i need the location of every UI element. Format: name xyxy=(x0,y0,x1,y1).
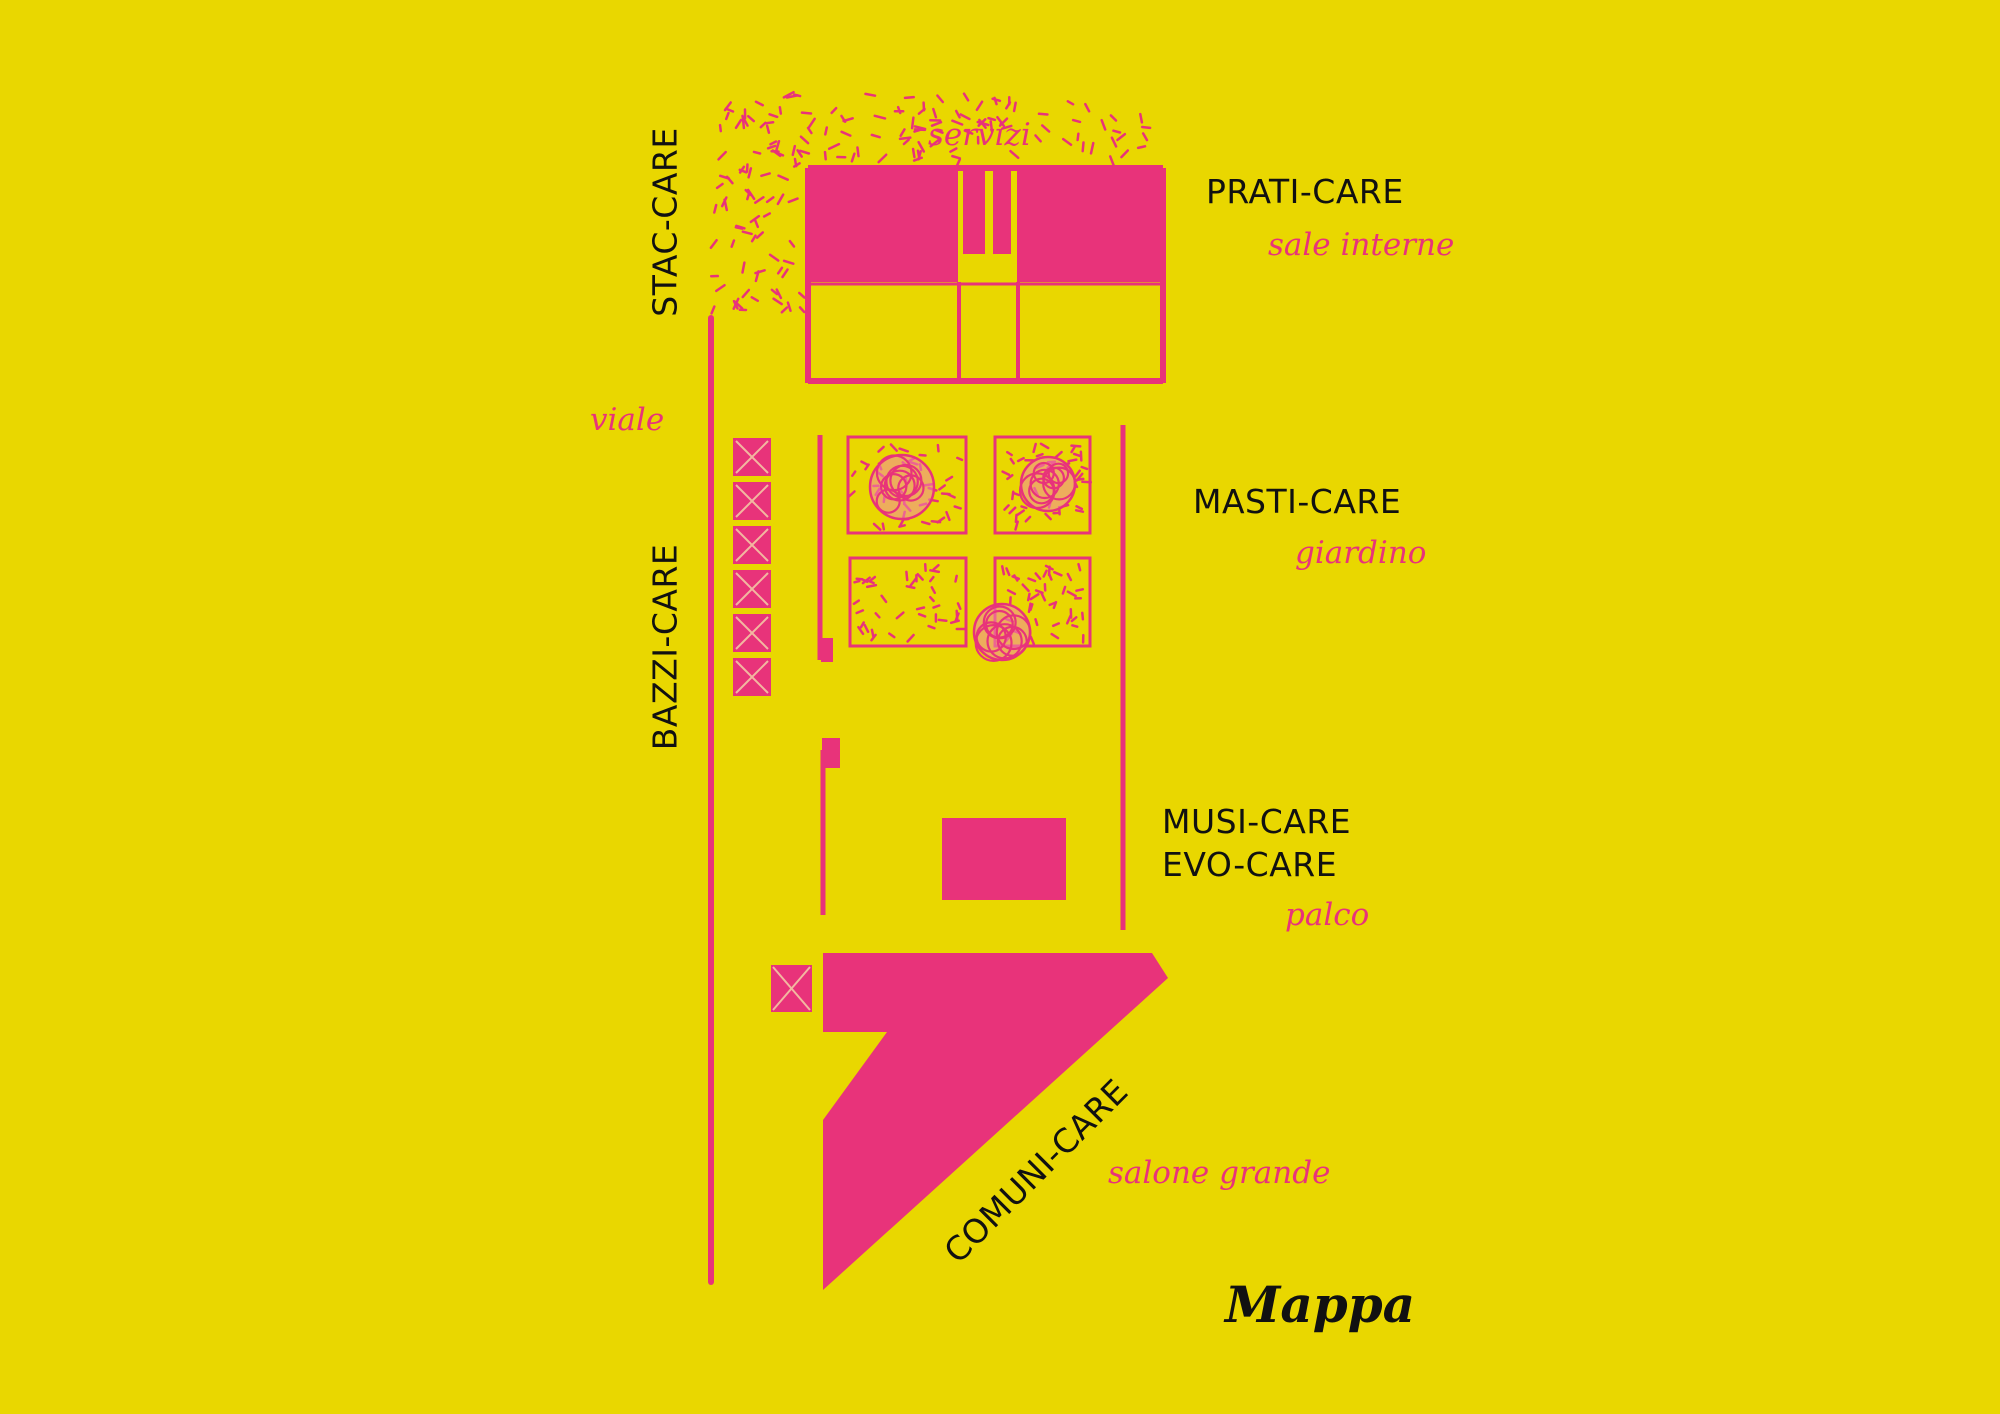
bush xyxy=(972,602,1032,662)
bazzi-stall xyxy=(733,570,771,608)
bazzi-stall xyxy=(733,526,771,564)
prati-care-building xyxy=(805,165,1166,384)
bush xyxy=(1018,455,1077,513)
zone-label-masti-care: MASTI-CARE xyxy=(1193,482,1402,521)
area-label-viale: viale xyxy=(590,402,665,438)
garden-bed xyxy=(993,556,1092,648)
bazzi-stall xyxy=(733,438,771,476)
area-label-salone-grande: salone grande xyxy=(1108,1155,1331,1191)
salone-grande-building xyxy=(823,953,1168,1290)
zone-label-evo-care: EVO-CARE xyxy=(1162,845,1338,884)
garden-left-post xyxy=(821,638,833,662)
bazzi-stall xyxy=(733,614,771,652)
map-title: Mappa xyxy=(1225,1275,1416,1334)
area-label-palco: palco xyxy=(1285,897,1370,933)
bazzi-stall xyxy=(733,482,771,520)
bazzi-care-stalls xyxy=(733,438,771,696)
bush xyxy=(868,453,936,521)
stage-left-post xyxy=(822,738,840,768)
masti-care-garden xyxy=(846,435,1093,662)
bazzi-stall xyxy=(733,658,771,696)
servizi-dashes xyxy=(709,90,1152,315)
zone-label-stac-care: STAC-CARE xyxy=(645,127,685,317)
palco-stage xyxy=(942,818,1066,900)
zone-label-bazzi-care: BAZZI-CARE xyxy=(645,543,685,751)
area-label-sale-interne: sale interne xyxy=(1268,227,1455,263)
area-label-servizi: servizi xyxy=(928,117,1031,153)
salone-entry-box xyxy=(771,965,812,1012)
garden-bed xyxy=(848,556,968,648)
area-label-giardino: giardino xyxy=(1295,535,1427,571)
zone-label-musi-care: MUSI-CARE xyxy=(1162,802,1352,841)
zone-label-prati-care: PRATI-CARE xyxy=(1206,172,1404,211)
